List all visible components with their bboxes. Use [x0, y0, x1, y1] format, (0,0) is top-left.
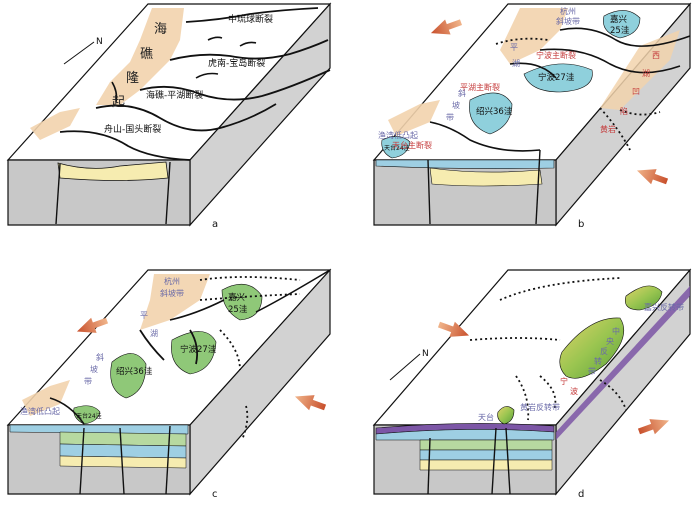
sag-label-jiaxing-c-1: 嘉兴 — [228, 292, 246, 303]
fault-label-zhoushan-guotou: 舟山-国头断裂 — [104, 123, 161, 135]
blue-label-pinghu-c-1: 平 — [140, 311, 148, 320]
panel-label-c: c — [212, 489, 218, 500]
blue-label-pinghu-b-1: 平 — [510, 43, 518, 52]
panel-label-a: a — [212, 219, 218, 230]
fault-label-haijiao-pinghu: 海礁-平湖断裂 — [146, 89, 203, 101]
fault-label-hunan-baodao: 虎南-宝岛断裂 — [208, 57, 265, 69]
blue-label-slope-c-3: 带 — [84, 377, 92, 386]
sag-label-tiantai-c: 天台24洼 — [76, 412, 102, 420]
sag-label-tiantai-b: 天台24洼 — [384, 144, 410, 152]
panel-b: 杭州 斜坡带 嘉兴 25洼 宁波27洼 绍兴36洼 天台24洼 宁波主断裂 平湖… — [372, 2, 692, 230]
red-label-ning-d: 宁 — [560, 376, 568, 386]
blue-label-pinghu-c-2: 湖 — [150, 329, 158, 338]
panel-d: N 嘉兴反转带 黄岩反转带 中 央 反 转 带 天台 宁 波 d — [372, 268, 692, 500]
ridge-char-2: 礁 — [140, 46, 153, 62]
blue-central-4: 转 — [594, 356, 602, 366]
sag-label-jiaxing-c-2: 25洼 — [228, 304, 248, 315]
panel-c: 杭州 斜坡带 嘉兴 25洼 宁波27洼 绍兴36洼 天台24洼 渔湾低凸起 平 … — [6, 268, 332, 500]
blue-central-2: 央 — [606, 336, 614, 346]
red-label-xihu-2: 湖 — [642, 69, 650, 78]
blue-label-slope-b-2: 坡 — [452, 100, 460, 110]
sag-label-shaoxing-c: 绍兴36洼 — [116, 366, 153, 377]
north-label-d: N — [422, 349, 429, 359]
panel-label-d: d — [578, 489, 584, 500]
inversion-label-jiaxing: 嘉兴反转带 — [644, 302, 684, 312]
red-label-xihu-4: 陷 — [620, 106, 628, 116]
blue-label-slope-b-3: 带 — [446, 113, 454, 122]
slope-label-b-1: 杭州 — [560, 6, 576, 16]
slope-label-c-1: 杭州 — [164, 276, 180, 286]
red-label-huangyan: 黄岩 — [600, 124, 616, 134]
north-label-a: N — [96, 37, 103, 47]
blue-label-tiantai-d: 天台 — [478, 412, 494, 422]
slope-label-b-2: 斜坡带 — [556, 16, 580, 26]
ridge-char-4: 起 — [112, 95, 125, 110]
blue-central-1: 中 — [612, 326, 620, 336]
sag-label-shaoxing-b: 绍兴36洼 — [476, 106, 513, 117]
red-label-tiantai-fault: 天台主断裂 — [392, 140, 432, 150]
panel-a: N 海 礁 隆 起 中琉球断裂 虎南-宝岛断裂 海礁-平湖断裂 舟山-国头断裂 … — [6, 2, 332, 230]
red-label-pinghu-main: 平湖主断裂 — [460, 82, 500, 92]
red-label-bo-d: 波 — [570, 386, 578, 396]
red-label-xihu-1: 西 — [652, 51, 660, 60]
blue-label-yuquan-b: 渔湾低凸起 — [378, 130, 418, 140]
blue-label-slope-c-1: 斜 — [96, 352, 104, 362]
blue-label-slope-b-1: 斜 — [458, 88, 466, 98]
slope-label-c-2: 斜坡带 — [160, 288, 184, 298]
blue-label-slope-c-2: 坡 — [90, 364, 98, 374]
blue-label-pinghu-b-2: 湖 — [512, 59, 520, 68]
blue-central-5: 带 — [588, 367, 596, 376]
sag-label-ningbo-c: 宁波27洼 — [180, 344, 217, 355]
ridge-char-1: 海 — [154, 22, 167, 37]
sag-label-jiaxing-b-2: 25洼 — [610, 25, 630, 36]
sag-label-ningbo-b: 宁波27洼 — [538, 72, 575, 83]
ridge-char-3: 隆 — [126, 71, 139, 86]
panel-label-b: b — [578, 219, 584, 230]
red-label-ningbo-main: 宁波主断裂 — [536, 50, 576, 60]
inversion-label-huangyan: 黄岩反转带 — [520, 402, 560, 412]
sag-label-jiaxing-b-1: 嘉兴 — [610, 14, 628, 25]
fault-label-zhongliuqiu: 中琉球断裂 — [228, 13, 273, 25]
blue-central-3: 反 — [600, 346, 608, 356]
blue-label-yuquan-c: 渔湾低凸起 — [20, 406, 60, 416]
red-label-xihu-3: 凹 — [632, 87, 640, 96]
